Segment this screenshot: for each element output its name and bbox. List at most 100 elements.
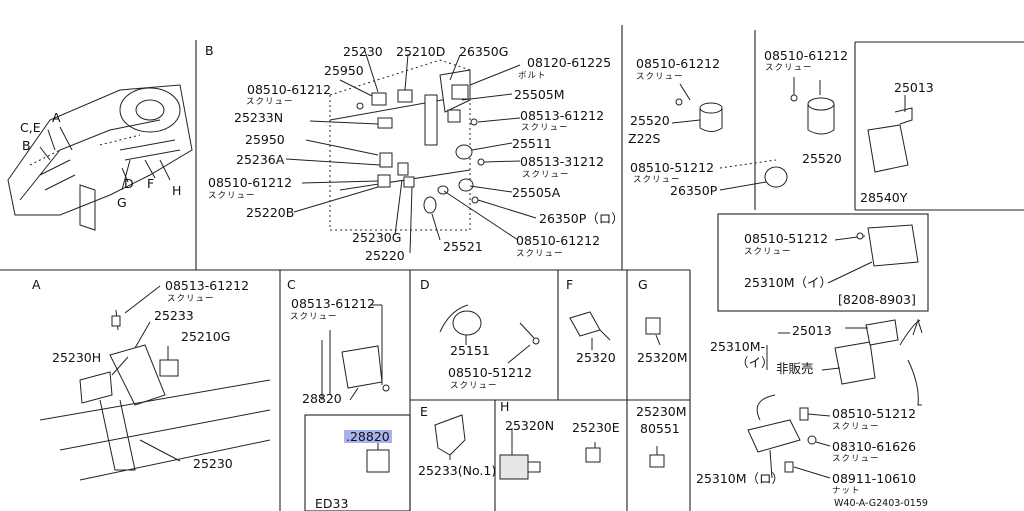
part-08911-10610: 08911-10610: [832, 471, 917, 486]
box-i-parts: [827, 224, 919, 284]
lower-right-parts: [747, 318, 923, 479]
part-08510-51212-d-note: スクリュー: [450, 381, 498, 391]
section-label-h: H: [500, 399, 510, 414]
part-08513-61212-c: 08513-61212: [291, 296, 376, 311]
part-08510-61212-b3-note: スクリュー: [516, 249, 564, 259]
part-25310m-i: 25310M（イ）: [744, 275, 833, 290]
overview-label-ce: C,E: [20, 120, 41, 135]
part-08510-61212-b3: 08510-61212: [516, 233, 601, 248]
part-25505m: 25505M: [514, 87, 565, 102]
part-08513-31212: 08513-31212: [520, 154, 605, 169]
part-25320n: 25320N: [505, 418, 555, 433]
part-25151: 25151: [450, 343, 490, 358]
part-08510-51212-box: 08510-51212: [744, 231, 829, 246]
part-08513-61212-b: 08513-61212: [520, 108, 605, 123]
part-25511: 25511: [512, 136, 552, 151]
part-25220: 25220: [365, 248, 405, 263]
dashboard-overview-sketch: [7, 84, 193, 231]
engine-label-ed33: ED33: [315, 496, 349, 511]
part-08510-61212-tr2-note: スクリュー: [765, 63, 813, 73]
section-f-g-parts: [569, 311, 661, 350]
part-08513-61212-a: 08513-61212: [165, 278, 250, 293]
section-a-parts: [39, 285, 271, 481]
date-range-8208-8903: [8208-8903]: [838, 292, 916, 307]
part-25233n: 25233N: [234, 110, 284, 125]
top-right-parts: [671, 77, 913, 191]
section-e-h-parts: [434, 414, 665, 480]
part-08510-61212-tr2: 08510-61212: [764, 48, 849, 63]
part-25320m: 25320M: [637, 350, 688, 365]
overview-label-g: G: [117, 195, 127, 210]
part-08510-51212-d: 08510-51212: [448, 365, 533, 380]
panel-borders: [0, 25, 1024, 511]
part-26350p-ro: 26350P（ロ）: [539, 211, 624, 226]
part-08510-61212-tr1: 08510-61212: [636, 56, 721, 71]
part-08510-61212-b1-note: スクリュー: [246, 97, 294, 107]
part-25220b: 25220B: [246, 205, 295, 220]
part-08120-61225: 08120-61225: [527, 55, 612, 70]
part-80551: 80551: [640, 421, 680, 436]
part-08510-51212-lr: 08510-51212: [832, 406, 917, 421]
part-08513-31212-note: スクリュー: [522, 170, 570, 180]
part-25210g: 25210G: [181, 329, 231, 344]
section-d-parts: [439, 304, 540, 364]
part-25013-lower: 25013: [792, 323, 832, 338]
section-label-a: A: [32, 277, 41, 292]
part-08510-61212-b1: 08510-61212: [247, 82, 332, 97]
not-for-sale-label: 非販売: [776, 361, 814, 376]
part-25950-lower: 25950: [245, 132, 285, 147]
part-25230m: 25230M: [636, 404, 687, 419]
part-25310m-i-lower: 25310M-: [710, 339, 766, 354]
part-25236a: 25236A: [236, 152, 285, 167]
part-28820: 28820: [302, 391, 342, 406]
section-label-f: F: [566, 277, 574, 292]
part-08310-61626-note: スクリュー: [832, 454, 880, 464]
part-08510-51212-box-note: スクリュー: [744, 247, 792, 257]
part-08513-61212-c-note: スクリュー: [290, 312, 338, 322]
part-08510-51212-tr-note: スクリュー: [633, 175, 681, 185]
part-08911-10610-note: ナット: [832, 486, 861, 496]
part-08513-61212-b-note: スクリュー: [521, 123, 569, 133]
part-28540y: 28540Y: [860, 190, 908, 205]
part-28820-highlighted[interactable]: .28820: [344, 429, 392, 444]
part-25013-top: 25013: [894, 80, 934, 95]
part-25233: 25233: [154, 308, 194, 323]
part-08510-61212-tr1-note: スクリュー: [636, 72, 684, 82]
section-label-c: C: [287, 277, 296, 292]
part-08510-61212-b2-note: スクリュー: [208, 191, 256, 201]
part-08510-61212-b2: 08510-61212: [208, 175, 293, 190]
part-08310-61626: 08310-61626: [832, 439, 917, 454]
section-label-e: E: [420, 404, 428, 419]
section-label-b: B: [205, 43, 214, 58]
overview-label-h: H: [172, 183, 182, 198]
overview-label-f: F: [147, 176, 155, 191]
part-25310m-ro: 25310M（ロ）: [696, 471, 785, 486]
section-b-parts: [285, 50, 537, 254]
part-25310m-i-lower-suffix: （イ）: [736, 355, 774, 370]
part-25521: 25521: [443, 239, 483, 254]
part-08510-51212-lr-note: スクリュー: [832, 422, 880, 432]
overview-label-b: B: [22, 138, 31, 153]
part-25950-upper: 25950: [324, 63, 364, 78]
engine-label-z22s: Z22S: [628, 131, 661, 146]
part-25520-left: 25520: [630, 113, 670, 128]
part-08510-51212-tr: 08510-51212: [630, 160, 715, 175]
section-c-parts: [321, 304, 390, 473]
part-25230: 25230: [343, 44, 383, 59]
part-08513-61212-a-note: スクリュー: [167, 294, 215, 304]
part-25230g: 25230G: [352, 230, 402, 245]
part-25230e: 25230E: [572, 420, 620, 435]
part-25233-no1: 25233(No.1): [418, 463, 497, 478]
section-label-g: G: [638, 277, 648, 292]
overview-label-a: A: [52, 110, 61, 125]
overview-label-d: D: [124, 176, 134, 191]
diagram-code: W40-A-G2403-0159: [834, 498, 928, 509]
part-25520-right: 25520: [802, 151, 842, 166]
part-26350p: 26350P: [670, 183, 718, 198]
part-25210d: 25210D: [396, 44, 446, 59]
part-08120-61225-note: ボルト: [518, 71, 547, 81]
part-25230h: 25230H: [52, 350, 102, 365]
section-label-d: D: [420, 277, 430, 292]
